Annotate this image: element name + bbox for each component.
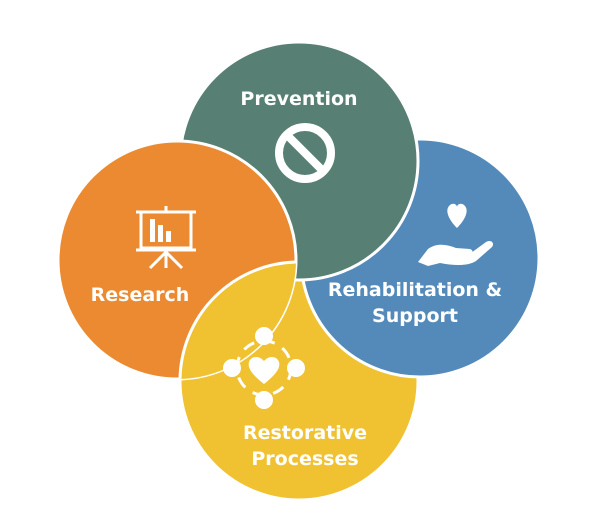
label-research: Research: [90, 284, 190, 306]
label-prevention: Prevention: [240, 88, 358, 110]
label-restorative: Restorative Processes: [200, 420, 410, 472]
no-entry-icon: [275, 123, 335, 183]
community-heart-icon: [223, 327, 305, 409]
heart-in-hand-icon: [418, 203, 494, 266]
circle-restorative-overlap: [178, 260, 296, 379]
label-restorative-line2: Processes: [251, 448, 359, 470]
label-rehabilitation: Rehabilitation & Support: [310, 277, 520, 329]
label-rehabilitation-line2: Support: [372, 305, 458, 327]
label-rehabilitation-line1: Rehabilitation &: [327, 279, 503, 301]
label-restorative-line1: Restorative: [242, 422, 368, 444]
presentation-chart-icon: [136, 206, 196, 270]
